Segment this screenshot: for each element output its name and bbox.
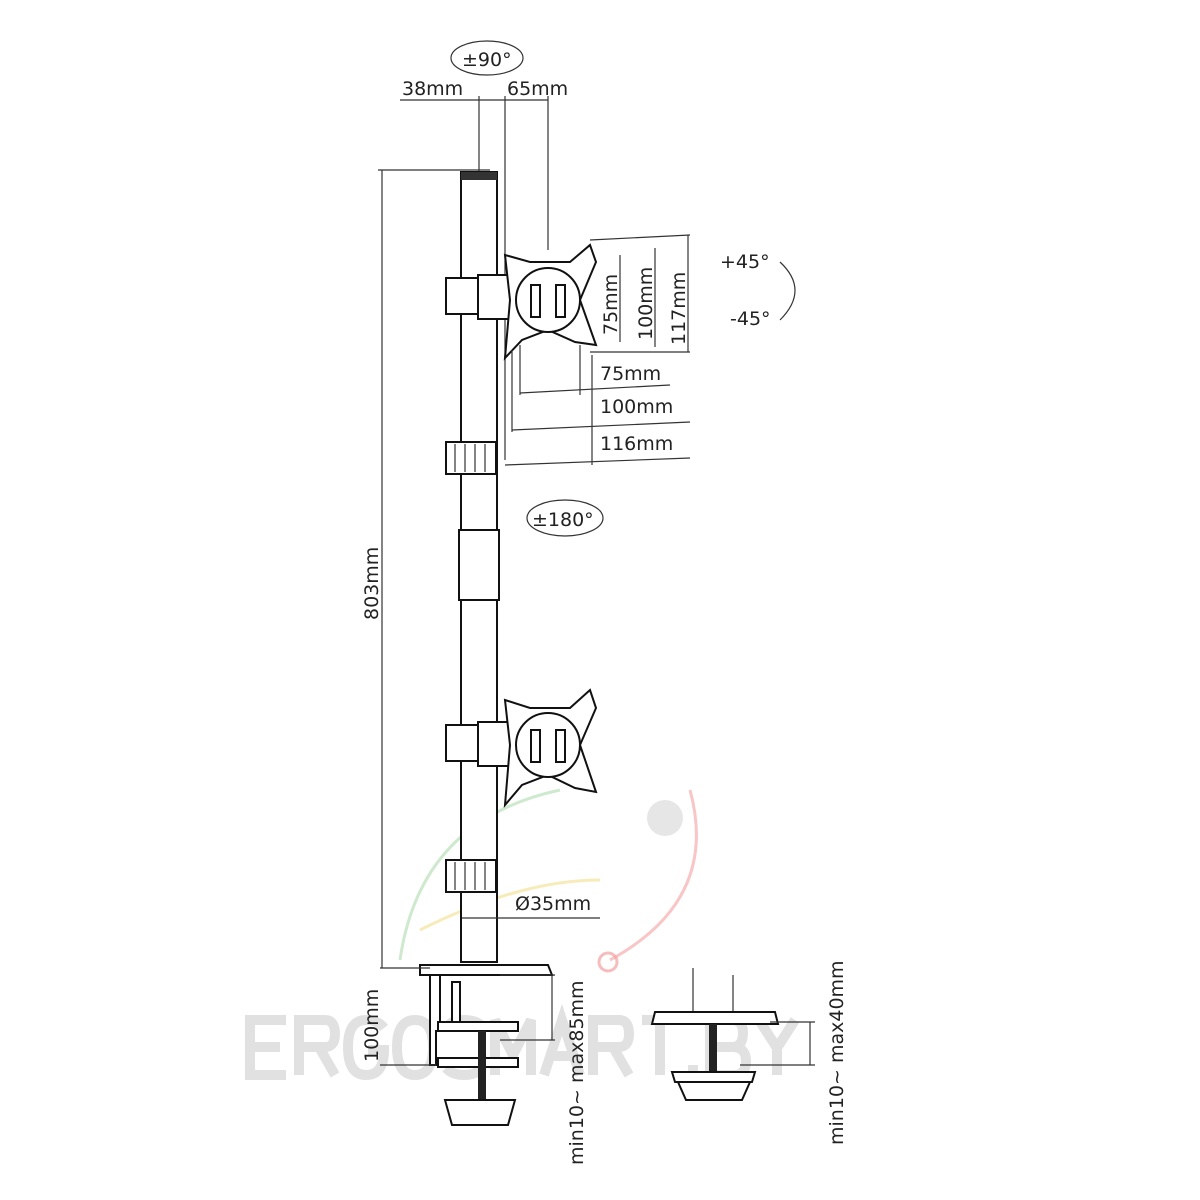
desk-clamp [419,964,554,1126]
pole-height-label: 803mm [361,547,383,620]
tilt-minus-45-label: -45° [730,308,771,330]
clamp-range-label: min10~ max85mm [566,980,588,1165]
lower-collar [445,859,497,893]
grommet-mount [650,968,780,1101]
tilt-plus-45-label: +45° [720,251,770,273]
upper-collar [445,441,497,475]
tilt-arrow-icon [779,261,796,321]
arm-offset-65-label: 65mm [507,78,568,100]
grommet-range-label: min10~ max40mm [826,960,848,1145]
vesa-h-116-label: 116mm [600,433,673,455]
column-rotation-label: ±180° [532,509,594,531]
pole-joint [458,529,500,601]
lower-monitor-mount [445,688,598,809]
upper-monitor-mount [445,243,598,361]
vesa-h-100-label: 100mm [600,396,673,418]
vesa-h-75-label: 75mm [600,363,661,385]
arm-offset-38-label: 38mm [402,78,463,100]
swivel-90-label: ±90° [462,49,512,71]
vesa-v-75-label: 75mm [600,274,622,335]
vesa-v-100-label: 100mm [635,267,657,340]
vesa-v-117-label: 117mm [668,272,690,345]
clamp-height-label: 100mm [361,989,383,1062]
pole-diameter-label: Ø35mm [515,893,591,915]
